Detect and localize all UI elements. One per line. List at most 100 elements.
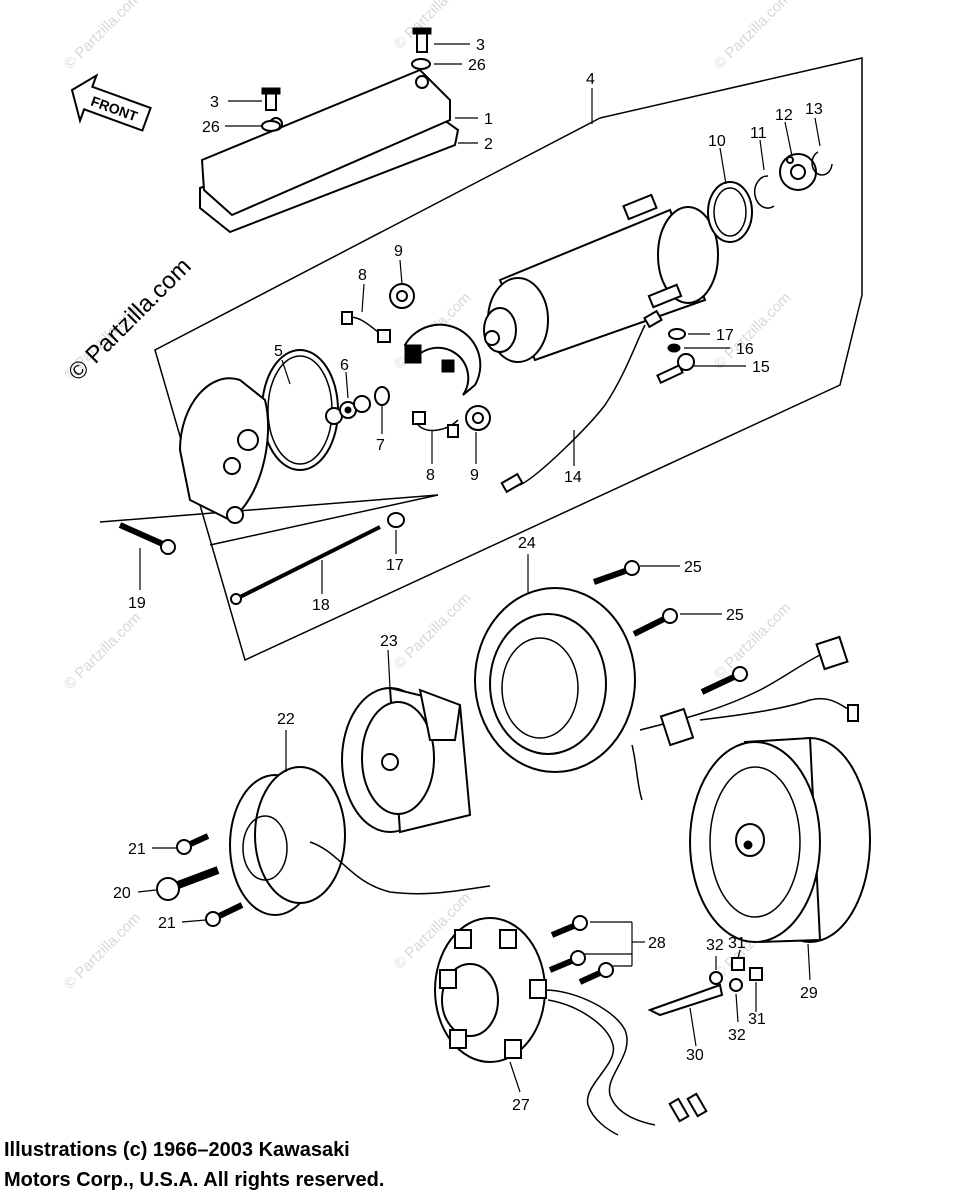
flange-bolt — [156, 866, 220, 901]
callout-7: 7 — [376, 437, 385, 454]
callout-3: 3 — [210, 94, 219, 111]
callout-17: 17 — [386, 557, 404, 574]
mounting-bolt — [118, 522, 176, 555]
snap-ring — [811, 151, 833, 176]
watermark-text: © Partzilla.com — [61, 0, 144, 73]
rotor-coil — [229, 766, 346, 916]
callout-14: 14 — [564, 469, 582, 486]
nut — [709, 971, 723, 985]
terminal-bolt — [656, 353, 695, 385]
o-ring — [707, 181, 753, 243]
brush-upper — [341, 311, 391, 343]
starter-motor — [483, 193, 719, 363]
watermark-text: © Partzilla.com — [61, 609, 144, 692]
callout-8: 8 — [358, 267, 367, 284]
nut — [668, 328, 686, 340]
watermark-text: © Partzilla.com — [391, 0, 474, 53]
copyright-line: Illustrations (c) 1966–2003 Kawasaki — [4, 1139, 350, 1161]
starter-group-frame — [154, 57, 863, 662]
callout-23: 23 — [380, 633, 398, 650]
callout-9: 9 — [470, 467, 479, 484]
callout-3: 3 — [476, 37, 485, 54]
callout-22: 22 — [277, 711, 295, 728]
alternator-stator — [474, 587, 636, 773]
frame-line — [209, 494, 439, 546]
cover-bolts — [261, 27, 432, 132]
callout-6: 6 — [340, 357, 349, 374]
callout-29: 29 — [800, 985, 818, 1002]
callout-32: 32 — [706, 937, 724, 954]
starter-cable — [519, 324, 646, 486]
callout-21: 21 — [128, 841, 146, 858]
callout-13: 13 — [805, 101, 823, 118]
frame-line — [99, 494, 439, 523]
watermark-text: © Partzilla.com — [711, 0, 794, 73]
watermark-text: © Partzilla.com — [391, 589, 474, 672]
stator-bolt — [593, 560, 640, 585]
callout-21: 21 — [158, 915, 176, 932]
callout-16: 16 — [736, 341, 754, 358]
callout-28: 28 — [648, 935, 666, 952]
brush-holder — [403, 323, 482, 396]
clamp-screw — [731, 957, 745, 971]
stator-bolt — [700, 666, 748, 695]
rotor-hub — [341, 686, 472, 834]
end-cover-o-ring — [261, 349, 339, 471]
callout-26: 26 — [468, 57, 486, 74]
callout-30: 30 — [686, 1047, 704, 1064]
brush-lower — [412, 411, 459, 438]
flywheel — [689, 736, 871, 944]
cover-assembly — [199, 68, 460, 234]
callout-24: 24 — [518, 535, 536, 552]
wire-clamp-plate — [647, 983, 724, 1017]
callout-26: 26 — [202, 119, 220, 136]
washer — [374, 386, 390, 406]
washer — [667, 343, 681, 353]
watermark-main: © Partzilla.com — [63, 253, 196, 386]
callout-25: 25 — [684, 559, 702, 576]
watermark-text: © Partzilla.com — [711, 599, 794, 682]
copyright-notice: Illustrations (c) 1966–2003 Kawasaki Mot… — [4, 1135, 524, 1195]
stator-bolt — [632, 608, 678, 637]
circlip — [753, 175, 775, 209]
copyright-line: Motors Corp., U.S.A. All rights reserved… — [4, 1169, 385, 1191]
callout-25: 25 — [726, 607, 744, 624]
callout-1: 1 — [484, 111, 493, 128]
stator-screw — [548, 950, 586, 973]
leader-lines — [137, 43, 821, 1093]
charging-stator-wire — [544, 989, 656, 1126]
callout-10: 10 — [708, 133, 726, 150]
callout-9: 9 — [394, 243, 403, 260]
callout-19: 19 — [128, 595, 146, 612]
callout-31: 31 — [728, 935, 746, 952]
callout-27: 27 — [512, 1097, 530, 1114]
nut — [387, 512, 405, 528]
callout-5: 5 — [274, 343, 283, 360]
pinion-gear — [779, 153, 817, 191]
callout-32: 32 — [728, 1027, 746, 1044]
nut — [729, 978, 743, 992]
callout-2: 2 — [484, 136, 493, 153]
rotor-bolt — [176, 833, 210, 855]
watermark-text: © Partzilla.com — [61, 909, 144, 992]
front-arrow-icon: FRONT — [70, 73, 152, 132]
callout-11: 11 — [750, 125, 767, 142]
stator-screw — [578, 962, 614, 985]
callout-12: 12 — [775, 107, 793, 124]
callout-17: 17 — [716, 327, 734, 344]
callout-4: 4 — [586, 71, 595, 88]
callout-18: 18 — [312, 597, 330, 614]
callout-31: 31 — [748, 1011, 766, 1028]
rotor-lead — [309, 841, 491, 895]
end-cover — [178, 377, 269, 524]
stator-screw — [550, 915, 588, 938]
callouts: 3 26 1 2 3 26 4 10 11 12 13 9 8 5 6 7 8 … — [113, 37, 823, 1114]
washer-set — [325, 395, 371, 425]
brush-spring — [465, 405, 491, 431]
cover — [200, 68, 451, 217]
clamp-screw — [749, 967, 763, 981]
rotor-bolt — [205, 902, 244, 927]
through-bolt — [237, 525, 381, 600]
callout-20: 20 — [113, 885, 131, 902]
